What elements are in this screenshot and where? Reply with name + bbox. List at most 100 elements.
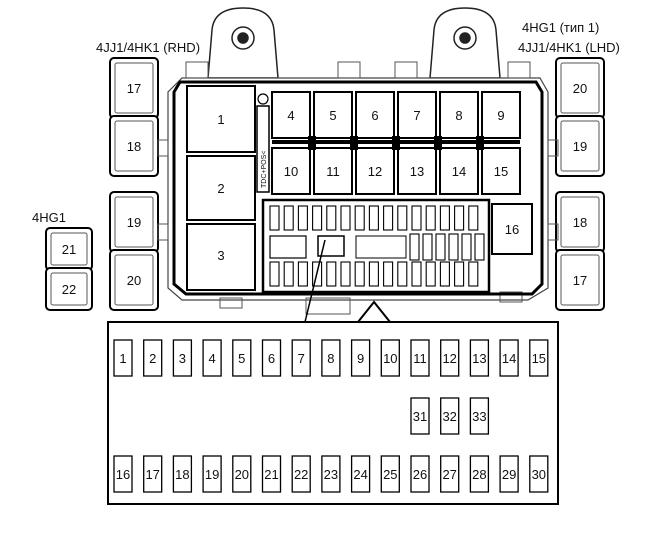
mini-fuse-grid	[269, 205, 485, 287]
fuse-top-13: 13	[469, 339, 490, 377]
fuse-label: 17	[145, 467, 159, 482]
mini-fuse	[368, 205, 379, 231]
fuse-label: 1	[119, 351, 126, 366]
fuse-label: 6	[268, 351, 275, 366]
fuse-top-15: 15	[529, 339, 549, 377]
fuse-label: 9	[357, 351, 364, 366]
right-relay-20: 20	[555, 57, 605, 119]
left-relay-17: 17	[109, 57, 159, 119]
left-relay-18: 18	[109, 115, 159, 177]
mini-fuse	[354, 205, 365, 231]
relay-label-15: 15	[494, 164, 508, 179]
fuse-bottom-19: 19	[202, 455, 222, 493]
fuse-label: 19	[205, 467, 219, 482]
mini-fuse	[340, 261, 351, 287]
fuse-block-gap-mid	[355, 235, 407, 259]
fuse-bottom-24: 24	[350, 455, 371, 493]
relay-label-21: 21	[62, 242, 76, 257]
fuse-middle-32: 32	[440, 397, 460, 435]
side-latches	[157, 139, 559, 241]
mini-fuse-middle	[422, 233, 433, 261]
relay-separators	[272, 136, 520, 150]
relays-middle-row: 10 11 12 13 14 15	[271, 147, 521, 195]
fuse-bottom-28: 28	[469, 455, 490, 493]
relay-label-4: 4	[287, 108, 294, 123]
relay-label-12: 12	[368, 164, 382, 179]
mini-fuse	[283, 261, 294, 287]
housing-tabs	[185, 61, 531, 315]
relay-label-7: 7	[413, 108, 420, 123]
relay-label-6: 6	[371, 108, 378, 123]
mounting-ear-left	[207, 7, 279, 79]
fuse-top-11: 11	[410, 339, 430, 377]
mini-fuse-middle	[474, 233, 485, 261]
fuse-bottom-25: 25	[380, 455, 400, 493]
fuse-label: 14	[502, 351, 516, 366]
fuse-top-6: 6	[261, 339, 282, 377]
fuse-bottom-27: 27	[440, 455, 460, 493]
tdc-strip-text: TDC+POS<	[261, 151, 268, 188]
relay-label-5: 5	[329, 108, 336, 123]
relay-label-right-19: 19	[573, 139, 587, 154]
fuse-bottom-30: 30	[529, 455, 549, 493]
fuse-label: 27	[442, 467, 456, 482]
label-lhd: 4JJ1/4HK1 (LHD)	[518, 40, 620, 55]
fuse-bottom-21: 21	[261, 455, 282, 493]
fuse-label: 28	[472, 467, 486, 482]
fuse-top-1: 1	[113, 339, 133, 377]
relay-label-13: 13	[410, 164, 424, 179]
relay-label-left-20: 20	[127, 273, 141, 288]
relay-label-1: 1	[217, 112, 224, 127]
mini-fuse	[269, 261, 280, 287]
mini-fuse	[454, 261, 465, 287]
fuse-bottom-17: 17	[143, 455, 163, 493]
fuse-label: 25	[383, 467, 397, 482]
mini-fuse	[340, 205, 351, 231]
mini-fuse	[411, 261, 422, 287]
fuse-label: 7	[298, 351, 305, 366]
fuse-bottom-16: 16	[113, 455, 133, 493]
fuse-top-8: 8	[321, 339, 341, 377]
mini-fuse	[383, 205, 394, 231]
right-relay-19: 19	[555, 115, 605, 177]
fuse-top-12: 12	[440, 339, 460, 377]
fuse-bottom-18: 18	[172, 455, 193, 493]
fuse-label: 10	[383, 351, 397, 366]
fuse-label: 26	[413, 467, 427, 482]
mini-fuse-middle	[435, 233, 446, 261]
mini-fuse	[269, 205, 280, 231]
mini-fuse	[283, 205, 294, 231]
fuse-label: 31	[413, 409, 427, 424]
large-relay-2: 2	[186, 155, 256, 221]
fuse-label: 24	[353, 467, 367, 482]
fuse-top-2: 2	[143, 339, 163, 377]
fuse-bottom-20: 20	[232, 455, 252, 493]
mini-fuse	[383, 261, 394, 287]
fuse-bottom-22: 22	[291, 455, 311, 493]
fuse-top-3: 3	[172, 339, 193, 377]
mini-fuse	[439, 261, 450, 287]
mini-fuse	[439, 205, 450, 231]
relay-label-right-18: 18	[573, 215, 587, 230]
fuse-label: 2	[149, 351, 156, 366]
mini-fuse	[397, 261, 408, 287]
fuse-label: 5	[238, 351, 245, 366]
relay-label-22: 22	[62, 282, 76, 297]
relay-label-9: 9	[497, 108, 504, 123]
fuse-bottom-23: 23	[321, 455, 341, 493]
fuse-label: 22	[294, 467, 308, 482]
relay-label-right-17: 17	[573, 273, 587, 288]
fuse-label: 32	[442, 409, 456, 424]
mini-fuse	[468, 261, 479, 287]
relay-label-left-17: 17	[127, 81, 141, 96]
fuse-label: 33	[472, 409, 486, 424]
fuse-middle-33: 33	[469, 397, 490, 435]
fuse-label: 11	[413, 351, 427, 366]
callout-line	[304, 239, 326, 323]
right-relay-17: 17	[555, 249, 605, 311]
mini-fuse	[297, 205, 308, 231]
fuse-label: 12	[442, 351, 456, 366]
fuse-label: 3	[179, 351, 186, 366]
